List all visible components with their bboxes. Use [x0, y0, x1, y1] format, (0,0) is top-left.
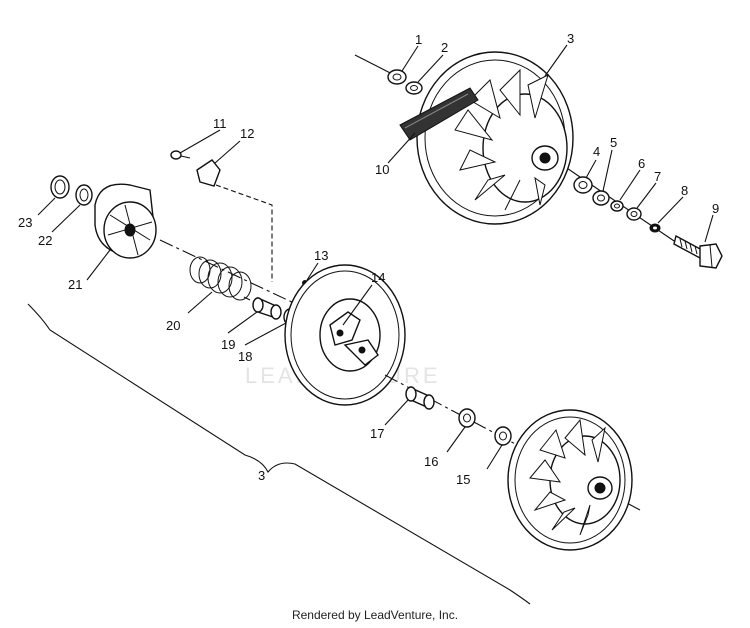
part-2-washer	[405, 81, 423, 95]
centerline-lower	[384, 374, 641, 511]
callout-22: 22	[38, 233, 52, 248]
guide-line-12	[215, 184, 273, 282]
part-11-screw	[170, 150, 191, 160]
part-9-bolt	[673, 234, 723, 269]
part-8-lock-washer	[649, 223, 661, 233]
part-23-snap-ring	[50, 175, 70, 199]
callout-12: 12	[240, 126, 254, 141]
assembly-bracket	[27, 303, 531, 605]
part-4-washer	[573, 176, 593, 194]
part-7-washer	[626, 207, 642, 221]
part-5-washer	[592, 190, 610, 206]
part-3-drive-sheave-upper	[416, 51, 574, 225]
part-14-ramp-assembly	[329, 311, 379, 366]
part-19-bushing	[252, 296, 282, 320]
callout-9: 9	[712, 201, 719, 216]
callout-8: 8	[681, 183, 688, 198]
part-10-drive-belt	[399, 87, 479, 141]
callout-14: 14	[371, 270, 385, 285]
callout-23: 23	[18, 215, 32, 230]
callout-18: 18	[238, 349, 252, 364]
part-20-spring	[189, 256, 252, 301]
callout-11: 11	[213, 116, 227, 131]
callout-3-top: 3	[567, 31, 574, 46]
callout-5: 5	[610, 135, 617, 150]
callout-1: 1	[415, 32, 422, 47]
callout-15: 15	[456, 472, 470, 487]
callout-16: 16	[424, 454, 438, 469]
callout-6: 6	[638, 156, 645, 171]
callout-3-bracket: 3	[258, 468, 265, 483]
part-17-bushing	[405, 386, 435, 410]
callout-7: 7	[654, 169, 661, 184]
part-3-drive-sheave-lower	[507, 409, 633, 551]
callout-19: 19	[221, 337, 235, 352]
callout-20: 20	[166, 318, 180, 333]
callout-21: 21	[68, 277, 82, 292]
callout-labels: 1 2 3 4 5 6 7 8 9 10 11 12 13 14 15 16 1…	[18, 31, 719, 487]
callout-2: 2	[441, 40, 448, 55]
part-15-washer	[494, 426, 512, 446]
part-6-spacer	[610, 200, 624, 212]
callout-10: 10	[375, 162, 389, 177]
callout-leaders	[37, 44, 714, 470]
footer-credit: Rendered by LeadVenture, Inc.	[291, 608, 459, 622]
callout-13: 13	[314, 248, 328, 263]
callout-4: 4	[593, 144, 600, 159]
part-16-washer	[458, 408, 476, 428]
part-1-bushing	[387, 69, 407, 85]
part-22-washer	[75, 184, 93, 206]
callout-17: 17	[370, 426, 384, 441]
part-12-weight	[196, 159, 221, 187]
part-21-spider-cover	[94, 183, 157, 259]
